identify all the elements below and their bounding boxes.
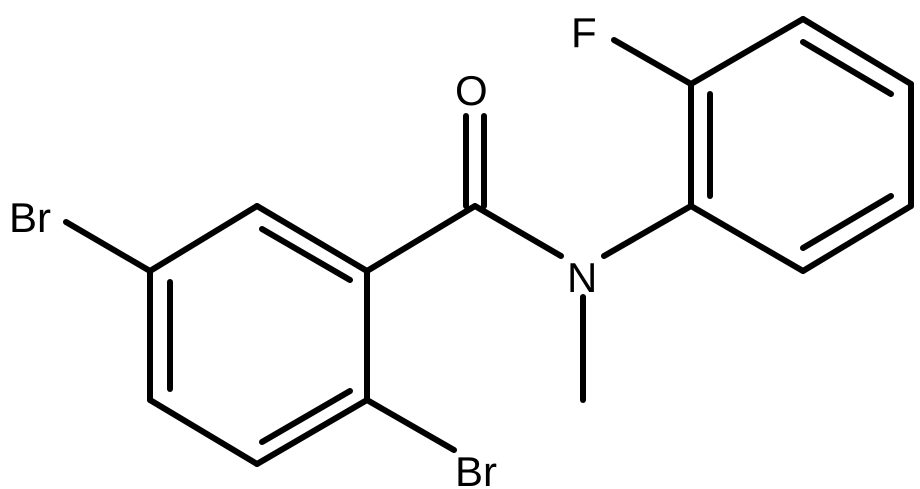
bond-r2-f — [611, 37, 694, 87]
bond-c1-c2-inner — [259, 226, 353, 283]
bond-r3-r4-inner — [800, 39, 894, 97]
atom-label-f: F — [571, 9, 597, 56]
bond-c3-c4-inner — [259, 388, 353, 445]
bond-r6-r1 — [688, 203, 806, 274]
bond-c4-c5 — [147, 397, 260, 467]
bond-r3-r4 — [800, 16, 914, 87]
bond-r5-r6 — [800, 203, 914, 274]
bond-c1-c2 — [254, 203, 370, 274]
bonds — [63, 16, 914, 467]
atom-label-o: O — [455, 67, 488, 114]
bond-c2-carbonyl — [364, 203, 478, 274]
bond-n-aryl — [601, 203, 694, 259]
atom-label-br-5: Br — [9, 194, 51, 241]
bond-c6-c1 — [147, 203, 260, 274]
atom-label-br-2: Br — [455, 448, 497, 489]
bond-r5-r6-inner — [800, 193, 894, 251]
atom-labels: O N F Br Br — [9, 9, 597, 489]
bond-c3-c4 — [254, 397, 370, 467]
atom-label-n: N — [567, 254, 597, 301]
bond-carbonyl-n — [472, 203, 564, 259]
bond-c3-br2 — [364, 397, 457, 453]
bond-c6-br5 — [63, 219, 153, 274]
bond-r2-r3 — [688, 16, 806, 87]
